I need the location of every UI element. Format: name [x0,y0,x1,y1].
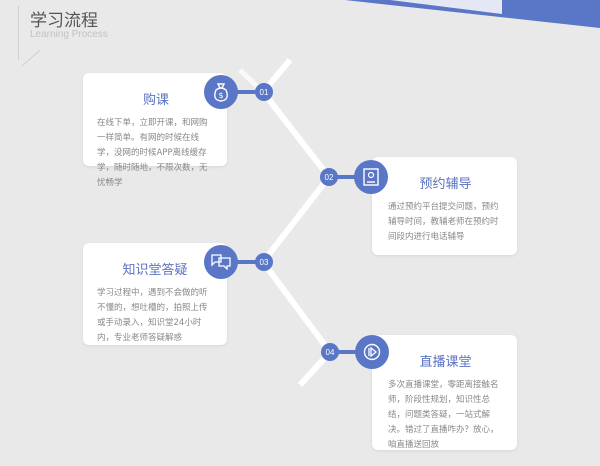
corner-banner-inner [390,0,502,14]
header-vline [18,6,19,60]
step-number-2: 02 [320,168,338,186]
step-title: 购课 [142,93,169,108]
step-text: 在线下单，立即开课，和网购一样简单。有网的时候在线学，没网的时候APP离线缓存学… [97,118,208,188]
step-card-4: 直播课堂 多次直播课堂，零距离接触名师，阶段性规划，知识性总结，问题类答疑，一站… [372,335,517,450]
step-number-4: 04 [321,343,339,361]
connector [336,350,366,354]
money-bag-icon: $ [204,75,238,109]
step-title: 直播课堂 [419,355,472,370]
page-title: 学习流程 [30,11,98,31]
step-text: 学习过程中，遇到不会做的听不懂的，想吐槽的，拍照上传或手动录入，知识堂24小时内… [97,288,208,343]
id-card-icon [354,160,388,194]
step-title: 预约辅导 [419,177,472,192]
step-card-2: 预约辅导 通过预约平台提交问题，预约辅导时间，教辅老师在预约时间段内进行电话辅导 [372,157,517,255]
connector [230,90,260,94]
page-subtitle: Learning Process [30,29,108,40]
header-divider [21,49,41,67]
step-card-1: 购课 在线下单，立即开课，和网购一样简单。有网的时候在线学，没网的时候APP离线… [83,73,227,188]
step-number-3: 03 [255,253,273,271]
step-text: 多次直播课堂，零距离接触名师，阶段性规划，知识性总结，问题类答疑，一站式解决。错… [388,380,499,450]
svg-text:$: $ [218,91,223,100]
step-card-3: 知识堂答疑 学习过程中，遇到不会做的听不懂的，想吐槽的，拍照上传或手动录入，知识… [83,243,227,345]
play-icon [355,335,389,369]
step-text: 通过预约平台提交问题，预约辅导时间，教辅老师在预约时间段内进行电话辅导 [388,202,499,242]
step-number-1: 01 [255,83,273,101]
connector [336,175,366,179]
connector [230,260,260,264]
corner-banner [345,0,600,28]
step-title: 知识堂答疑 [122,263,188,278]
chat-icon [204,245,238,279]
